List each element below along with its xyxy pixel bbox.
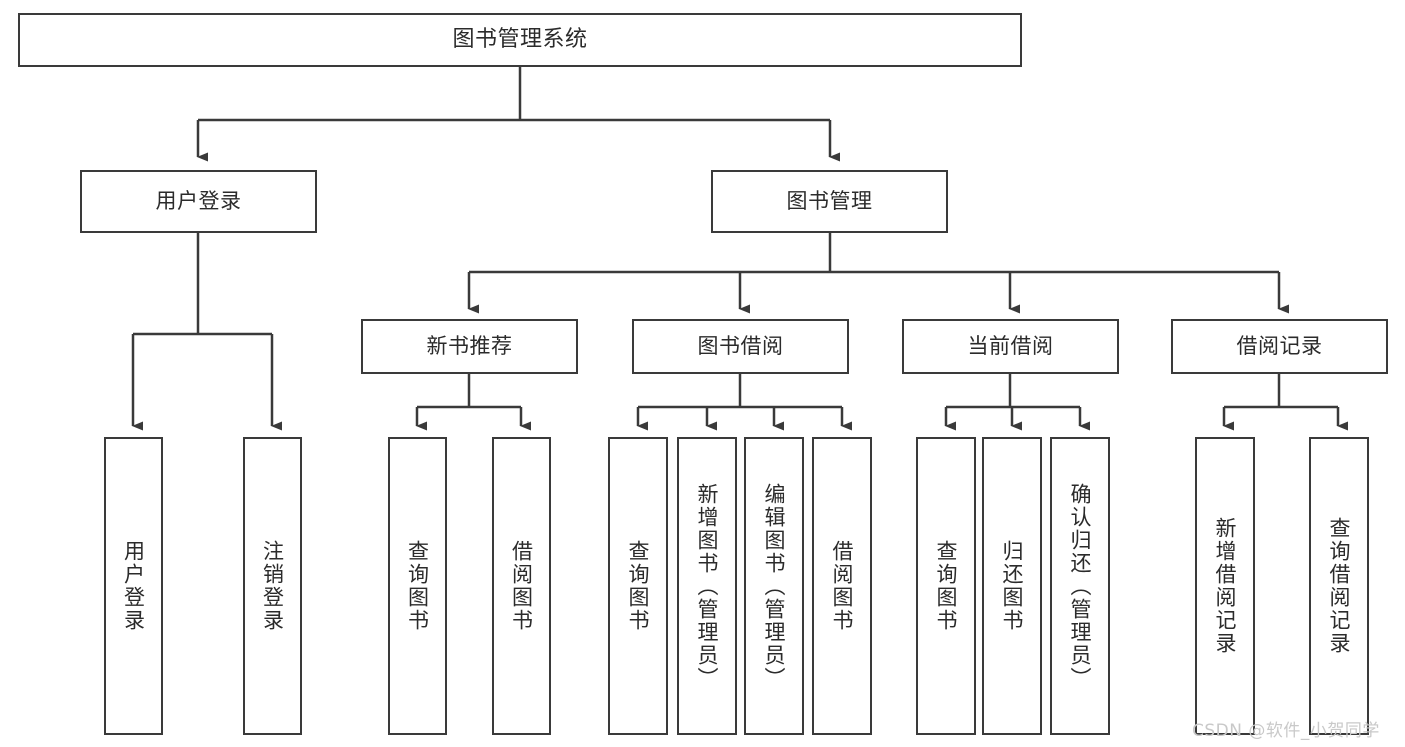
node-leaf-confirm-return-admin[interactable]: 确认归还（管理员） [1050, 437, 1110, 735]
node-leaf-query-book-borrow[interactable]: 查询图书 [608, 437, 668, 735]
node-book-borrow[interactable]: 图书借阅 [632, 319, 849, 374]
node-borrow-record-label: 借阅记录 [1236, 333, 1323, 358]
node-leaf-borrow-book[interactable]: 借阅图书 [812, 437, 872, 735]
node-current-borrow-label: 当前借阅 [967, 333, 1054, 358]
node-leaf-user-login[interactable]: 用户登录 [104, 437, 163, 735]
node-leaf-add-book-admin-label: 新增图书（管理员） [695, 482, 720, 690]
node-leaf-user-login-label: 用户登录 [121, 540, 146, 632]
node-new-book-recommend[interactable]: 新书推荐 [361, 319, 578, 374]
node-leaf-return-book-label: 归还图书 [1000, 540, 1025, 632]
node-leaf-add-borrow-record[interactable]: 新增借阅记录 [1195, 437, 1255, 735]
node-leaf-edit-book-admin-label: 编辑图书（管理员） [762, 482, 787, 690]
node-new-book-recommend-label: 新书推荐 [426, 333, 513, 358]
node-leaf-query-borrow-record[interactable]: 查询借阅记录 [1309, 437, 1369, 735]
node-user-login-label: 用户登录 [155, 188, 242, 213]
node-root-system-label: 图书管理系统 [452, 26, 588, 52]
node-leaf-query-book-recommend[interactable]: 查询图书 [388, 437, 447, 735]
node-book-borrow-label: 图书借阅 [697, 333, 784, 358]
node-leaf-query-book-borrow-label: 查询图书 [626, 540, 651, 632]
node-leaf-edit-book-admin[interactable]: 编辑图书（管理员） [744, 437, 804, 735]
node-leaf-add-book-admin[interactable]: 新增图书（管理员） [677, 437, 737, 735]
node-leaf-return-book[interactable]: 归还图书 [982, 437, 1042, 735]
node-leaf-confirm-return-admin-label: 确认归还（管理员） [1068, 482, 1093, 690]
node-leaf-logout-label: 注销登录 [260, 540, 285, 632]
node-leaf-borrow-book-recommend[interactable]: 借阅图书 [492, 437, 551, 735]
node-leaf-query-book-current[interactable]: 查询图书 [916, 437, 976, 735]
node-book-management-label: 图书管理 [786, 188, 873, 213]
node-leaf-query-book-recommend-label: 查询图书 [405, 540, 430, 632]
node-leaf-query-book-current-label: 查询图书 [934, 540, 959, 632]
node-leaf-borrow-book-recommend-label: 借阅图书 [509, 540, 534, 632]
node-book-management[interactable]: 图书管理 [711, 170, 948, 233]
node-borrow-record[interactable]: 借阅记录 [1171, 319, 1388, 374]
node-leaf-add-borrow-record-label: 新增借阅记录 [1213, 517, 1238, 655]
node-current-borrow[interactable]: 当前借阅 [902, 319, 1119, 374]
node-user-login[interactable]: 用户登录 [80, 170, 317, 233]
node-leaf-logout[interactable]: 注销登录 [243, 437, 302, 735]
node-leaf-borrow-book-label: 借阅图书 [830, 540, 855, 632]
node-leaf-query-borrow-record-label: 查询借阅记录 [1327, 517, 1352, 655]
node-root-system[interactable]: 图书管理系统 [18, 13, 1022, 67]
